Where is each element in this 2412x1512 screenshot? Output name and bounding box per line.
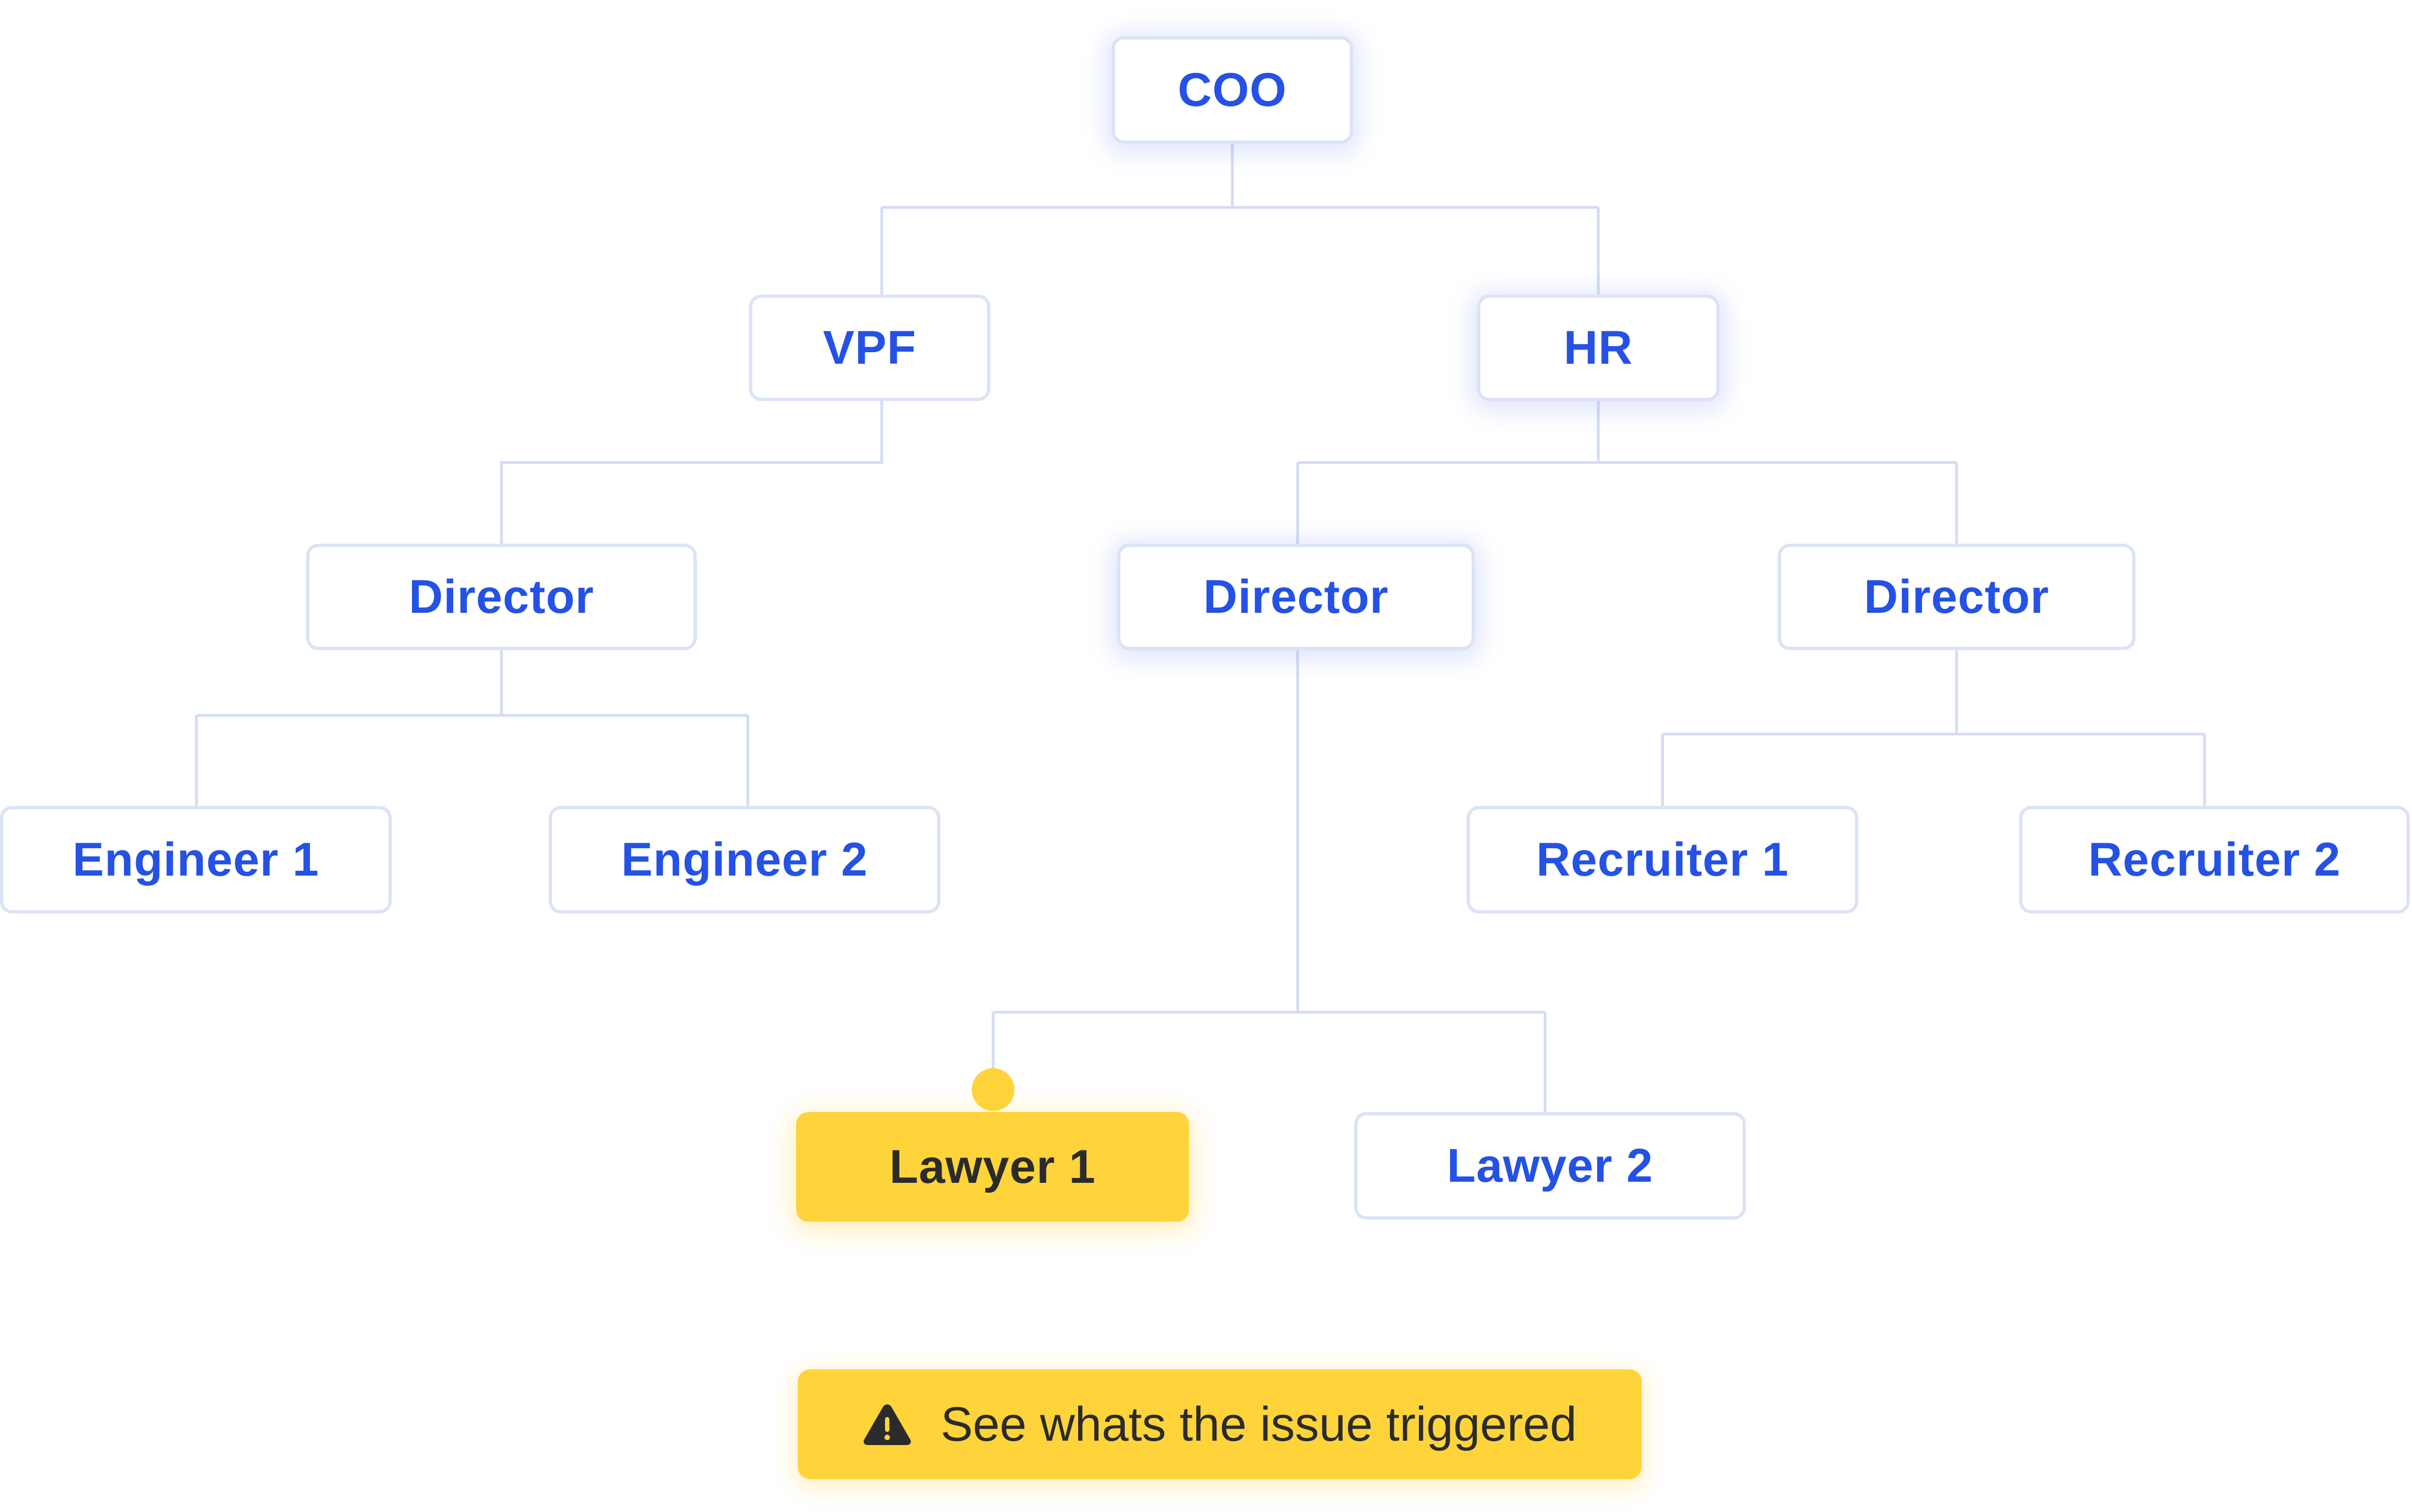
connector-director-to-recruiters xyxy=(1661,650,2206,806)
connector-vpf-to-director xyxy=(500,401,883,544)
node-coo[interactable]: COO xyxy=(1112,36,1353,144)
node-hr-director-legal[interactable]: Director xyxy=(1117,544,1475,650)
node-engineer-2[interactable]: Engineer 2 xyxy=(549,806,940,913)
node-lawyer-1[interactable]: Lawyer 1 xyxy=(796,1112,1189,1222)
node-vpf-director[interactable]: Director xyxy=(306,544,697,650)
connector-director-to-engineers xyxy=(195,650,749,806)
node-recruiter-1[interactable]: Recruiter 1 xyxy=(1467,806,1858,913)
connector-director-to-lawyers xyxy=(991,650,1547,1112)
see-issue-label: See whats the issue triggered xyxy=(940,1397,1577,1451)
node-recruiter-2[interactable]: Recruiter 2 xyxy=(2019,806,2410,913)
node-hr-director-recruiting[interactable]: Director xyxy=(1778,544,2135,650)
alert-indicator-dot xyxy=(972,1068,1015,1111)
connector-hr-to-directors xyxy=(1296,401,1958,544)
node-engineer-1[interactable]: Engineer 1 xyxy=(0,806,392,913)
see-issue-button[interactable]: See whats the issue triggered xyxy=(798,1369,1642,1479)
node-lawyer-2[interactable]: Lawyer 2 xyxy=(1354,1112,1746,1220)
connector-coo-to-vpf-hr xyxy=(880,144,1600,295)
node-vpf[interactable]: VPF xyxy=(749,295,990,401)
warning-triangle-icon xyxy=(864,1404,911,1445)
node-hr[interactable]: HR xyxy=(1477,295,1720,401)
